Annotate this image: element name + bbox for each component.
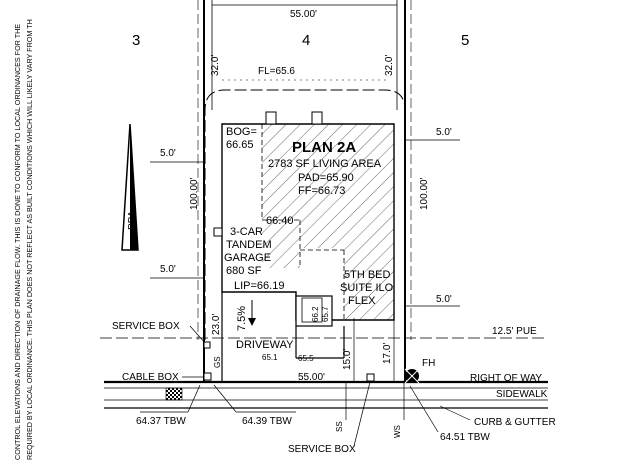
garage-setback: 23.0' (211, 314, 222, 335)
bedroom-line-1: 5TH BED (344, 269, 391, 281)
living-area: 2783 SF LIVING AREA (268, 158, 382, 170)
elevation-65-5: 65.5 (298, 354, 314, 363)
lot-width-top-dim: 55.00' (212, 4, 397, 20)
tbw-left: 64.37 TBW (136, 384, 201, 427)
side-setback-right-lower: 5.0' (436, 294, 452, 305)
pue-label: 12.5' PUE (492, 326, 537, 337)
service-box-top: SERVICE BOX (112, 321, 211, 349)
elevation-66-40: 66.40 (266, 215, 294, 227)
pad-elevation: PAD=65.90 (298, 172, 354, 184)
curb-leader (439, 405, 471, 421)
tbw-right: 64.51 TBW (409, 385, 490, 443)
side-setback-right-upper: 5.0' (436, 127, 452, 138)
gas-service-label: GS (213, 356, 222, 368)
north-arrow-icon: PPA (121, 123, 139, 251)
bog-value: 66.65 (226, 139, 254, 151)
side-setbacks (150, 139, 460, 307)
front-setback-17: 17.0' (382, 343, 393, 364)
lot-width-top: 55.00' (290, 9, 317, 20)
building-envelope (204, 89, 406, 340)
curb-gutter-label: CURB & GUTTER (474, 417, 556, 428)
garage-line-4: 680 SF (226, 265, 262, 277)
sidewalk-label: SIDEWALK (496, 389, 548, 400)
garage-line-1: 3-CAR (230, 226, 263, 238)
side-note-line-1: CONTROL ELEVATIONS AND DIRECTION OF DRAI… (13, 24, 22, 460)
elevation-66-2: 66.2 (311, 306, 320, 322)
north-arrow-letters: PPA (127, 210, 138, 230)
bog-label: BOG= (226, 126, 257, 138)
flow-line: FL=65.6 (222, 66, 390, 81)
cable-box-label: CABLE BOX (122, 372, 179, 383)
lot-number-4: 4 (302, 32, 310, 49)
driveway-label: DRIVEWAY (236, 339, 294, 351)
elevation-65-7: 65.7 (321, 306, 330, 322)
rear-setback-left: 32.0' (210, 55, 221, 76)
side-note-line-2: REQUIRED BY LOCAL ORDINANCE. THIS PLAN D… (25, 19, 34, 460)
side-note: CONTROL ELEVATIONS AND DIRECTION OF DRAI… (13, 19, 34, 460)
lot-number-5: 5 (461, 32, 469, 49)
pue-line: 12.5' PUE (100, 326, 548, 339)
plan-name: PLAN 2A (292, 139, 356, 156)
driveway-edges (221, 292, 345, 382)
lot-number-3: 3 (132, 32, 140, 49)
lot-depth-left: 100.00' (189, 177, 200, 210)
service-box-bottom-label: SERVICE BOX (288, 444, 356, 455)
slope-arrow-icon (248, 300, 256, 326)
bedroom-line-2: SUITE ILO (340, 282, 394, 294)
rear-setback-right: 32.0' (384, 55, 395, 76)
fire-hydrant-label: FH (422, 358, 435, 369)
side-setback-left-lower: 5.0' (160, 264, 176, 275)
tbw-center-label: 64.39 TBW (242, 416, 292, 427)
tbw-left-label: 64.37 TBW (136, 416, 186, 427)
fire-hydrant-icon (404, 368, 420, 384)
lip-elevation: LIP=66.19 (234, 280, 284, 292)
service-box-top-label: SERVICE BOX (112, 321, 180, 332)
garage-line-2: TANDEM (226, 239, 272, 251)
cable-box: CABLE BOX (122, 372, 212, 383)
driveway-slope: 7.5% (236, 306, 248, 331)
front-setback-15: 15.0' (342, 349, 353, 370)
finished-floor: FF=66.73 (298, 185, 345, 197)
house-footprint (213, 111, 395, 327)
front-setback-lines (353, 318, 395, 382)
lot-width-bottom: 55.00' (298, 372, 325, 383)
cable-vault-icon (165, 387, 183, 401)
water-label: WS (393, 425, 402, 438)
right-of-way-label: RIGHT OF WAY (470, 373, 542, 384)
lot-depth-right: 100.00' (419, 177, 430, 210)
service-box-bottom: SERVICE BOX (288, 373, 375, 455)
side-setback-left-upper: 5.0' (160, 148, 176, 159)
tbw-right-label: 64.51 TBW (440, 432, 490, 443)
tbw-center: 64.39 TBW (213, 384, 296, 427)
garage-line-3: GARAGE (224, 252, 271, 264)
flow-line-label: FL=65.6 (258, 66, 295, 77)
sewer-label: SS (335, 421, 344, 432)
driveway-elevation: 65.1 (262, 353, 278, 362)
bedroom-line-3: FLEX (348, 295, 376, 307)
